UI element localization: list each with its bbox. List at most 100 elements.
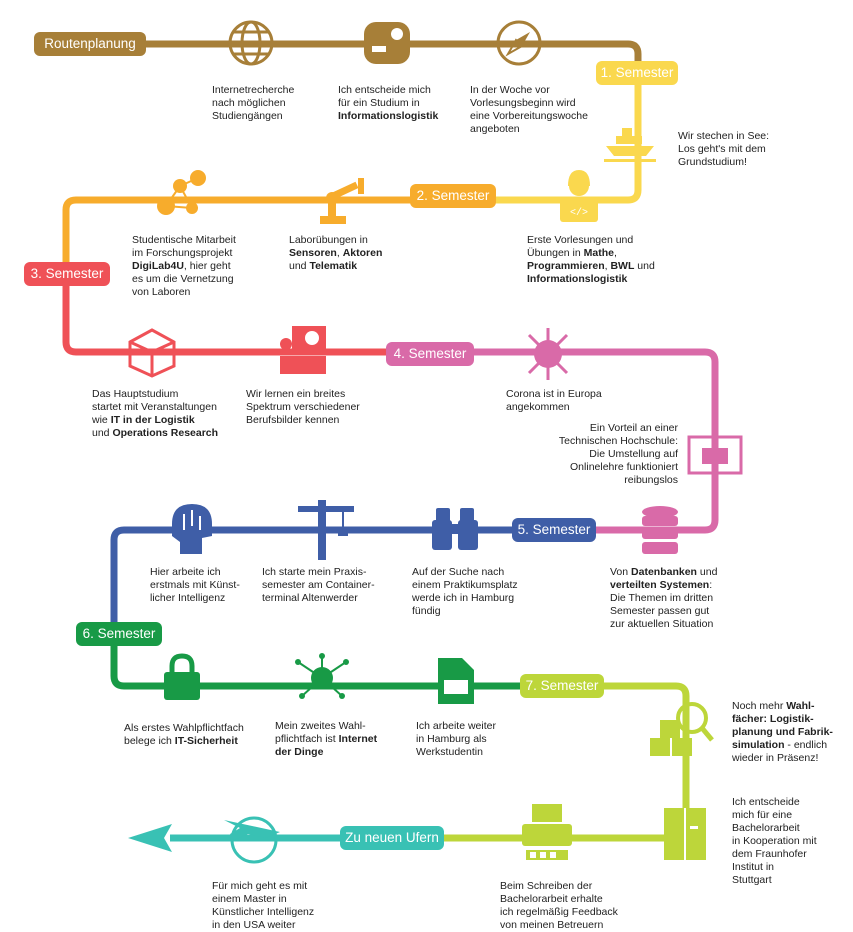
caption-bold: IT-Sicherheit [174, 735, 238, 747]
locker-icon [664, 808, 706, 860]
caption-text: Auf der Suche nach einem Praktikumsplatz… [412, 566, 518, 617]
ai-head-icon [172, 504, 212, 554]
caption-text: Das Hauptstudium startet mit Veranstaltu… [92, 388, 217, 426]
caption-text: und [289, 260, 307, 272]
start-label: Routenplanung [34, 32, 146, 56]
caption-text: , hier geht es um die Vernetzung von Lab… [132, 260, 234, 298]
presentation-icon [280, 326, 326, 374]
caption-bold: Operations Research [112, 427, 219, 439]
caption-online-teaching: Ein Vorteil an einer Technischen Hochsch… [550, 422, 678, 487]
caption-text: und [92, 427, 110, 439]
caption-bold: Informationslogistik [527, 273, 628, 285]
caption-text: Corona ist in Europa angekommen [506, 388, 602, 413]
caption-text: , [613, 247, 617, 259]
binoculars-icon [432, 508, 478, 550]
caption-text: Internetrecherche nach möglichen Studien… [212, 84, 295, 122]
caption-bold: verteilten Systemen [610, 579, 710, 591]
caption-text: Studentische Mitarbeit im Forschungsproj… [132, 234, 236, 259]
database-icon [642, 506, 678, 554]
route-segment-blue [110, 526, 590, 625]
robot-arm-icon [320, 178, 364, 224]
semester-5-label: 5. Semester [512, 518, 596, 542]
caption-working-student: Ich arbeite weiter in Hamburg als Werkst… [416, 720, 496, 759]
caption-text: und [637, 260, 655, 272]
caption-bold: BWL [610, 260, 635, 272]
semester-6-label: 6. Semester [76, 622, 162, 646]
caption-main-study: Das Hauptstudium startet mit Veranstaltu… [92, 388, 218, 440]
caption-corona: Corona ist in Europa angekommen [506, 388, 602, 414]
caption-text: Laborübungen in [289, 234, 368, 246]
caption-text: Hier arbeite ich erstmals mit Künst- lic… [150, 566, 240, 604]
route-segment-brown [120, 40, 642, 66]
caption-lab-exercises: Laborübungen in Sensoren, Aktoren und Te… [289, 234, 382, 273]
caption-text: Beim Schreiben der Bachelorarbeit erhalt… [500, 880, 618, 931]
caption-text: und [699, 566, 718, 578]
developer-icon: </> [560, 170, 598, 222]
route-arrowhead [128, 824, 172, 852]
route-segment-yellow [440, 66, 642, 204]
caption-text: Noch mehr [732, 700, 787, 712]
caption-text: Für mich geht es mit einem Master in Kün… [212, 880, 315, 931]
caption-text: : Die Themen im dritten Semester passen … [610, 579, 714, 630]
caption-text: Ich entscheide mich für eine Bachelorarb… [732, 796, 817, 886]
document-icon [438, 658, 474, 704]
caption-study-decision: Ich entscheide mich für ein Studium in I… [338, 84, 438, 123]
caption-master-usa: Für mich geht es mit einem Master in Kün… [212, 880, 314, 932]
route-segment-green [110, 625, 520, 690]
caption-text: Wir stechen in See: Los geht's mit dem G… [678, 130, 770, 168]
caption-bold: Informationslogistik [338, 110, 439, 122]
globe-icon [228, 20, 274, 66]
semester-7-label: 7. Semester [520, 674, 604, 698]
caption-artificial-intelligence: Hier arbeite ich erstmals mit Künst- lic… [150, 566, 240, 605]
caption-text: Wir lernen ein breites Spektrum verschie… [246, 388, 360, 426]
svg-text:</>: </> [570, 207, 588, 219]
caption-text: Mein zweites Wahl- pflichtfach ist [275, 720, 366, 745]
crane-icon [298, 500, 354, 560]
caption-bold: Internet der Dinge [275, 733, 378, 758]
monitor-book-icon [687, 435, 743, 484]
caption-bold: Wahl- fächer: Logistik- planung und Fabr… [732, 700, 833, 751]
semester-3-label: 3. Semester [24, 262, 110, 286]
caption-first-lectures: Erste Vorlesungen und Übungen in Mathe, … [527, 234, 655, 286]
caption-text: Von [610, 566, 632, 578]
caption-text: Ich entscheide mich für ein Studium in [338, 84, 431, 109]
caption-electives: Noch mehr Wahl- fächer: Logistik- planun… [732, 700, 833, 765]
airplane-globe-icon [224, 816, 280, 864]
semester-4-label: 4. Semester [386, 342, 474, 366]
caption-bold: Datenbanken [631, 566, 697, 578]
compass-icon [496, 20, 542, 66]
caption-set-sail: Wir stechen in See: Los geht's mit dem G… [678, 130, 769, 169]
caption-text: Erste Vorlesungen und Übungen in [527, 234, 634, 259]
caption-internet-of-things: Mein zweites Wahl- pflichtfach ist Inter… [275, 720, 377, 759]
lock-icon [164, 653, 200, 700]
route-segment-pink [390, 348, 719, 534]
typewriter-icon [522, 804, 572, 860]
ship-icon [604, 128, 656, 162]
route-segment-red [62, 262, 390, 356]
virus-icon [522, 328, 574, 380]
caption-research-project: Studentische Mitarbeit im Forschungsproj… [132, 234, 236, 299]
caption-bachelor-thesis: Ich entscheide mich für eine Bachelorarb… [732, 796, 817, 887]
search-boxes-icon [650, 702, 714, 756]
caption-bold: Mathe [583, 247, 614, 259]
caption-bold: Telematik [309, 260, 358, 272]
network-icon [157, 170, 206, 215]
caption-bold: IT in der Logistik [110, 414, 195, 426]
iot-icon [295, 653, 349, 699]
caption-preparation-week: In der Woche vor Vorlesungsbeginn wird e… [470, 84, 588, 136]
caption-bold: Sensoren [289, 247, 337, 259]
route-segment-orange [62, 196, 440, 262]
end-label: Zu neuen Ufern [340, 826, 444, 850]
semester-1-label: 1. Semester [596, 61, 678, 85]
caption-practical-semester: Ich starte mein Praxis- semester am Cont… [262, 566, 375, 605]
caption-bold: DigiLab4U [132, 260, 184, 272]
game-controller-icon [364, 22, 410, 64]
caption-text: In der Woche vor Vorlesungsbeginn wird e… [470, 84, 588, 135]
caption-it-security: Als erstes Wahlpflichtfach belege ich IT… [124, 722, 244, 748]
semester-2-label: 2. Semester [410, 184, 496, 208]
caption-text: Ich starte mein Praxis- semester am Cont… [262, 566, 375, 604]
caption-text: Ein Vorteil an einer Technischen Hochsch… [558, 422, 678, 486]
caption-text: Ich arbeite weiter in Hamburg als Werkst… [416, 720, 496, 758]
caption-text: Als erstes Wahlpflichtfach belege ich [124, 722, 244, 747]
